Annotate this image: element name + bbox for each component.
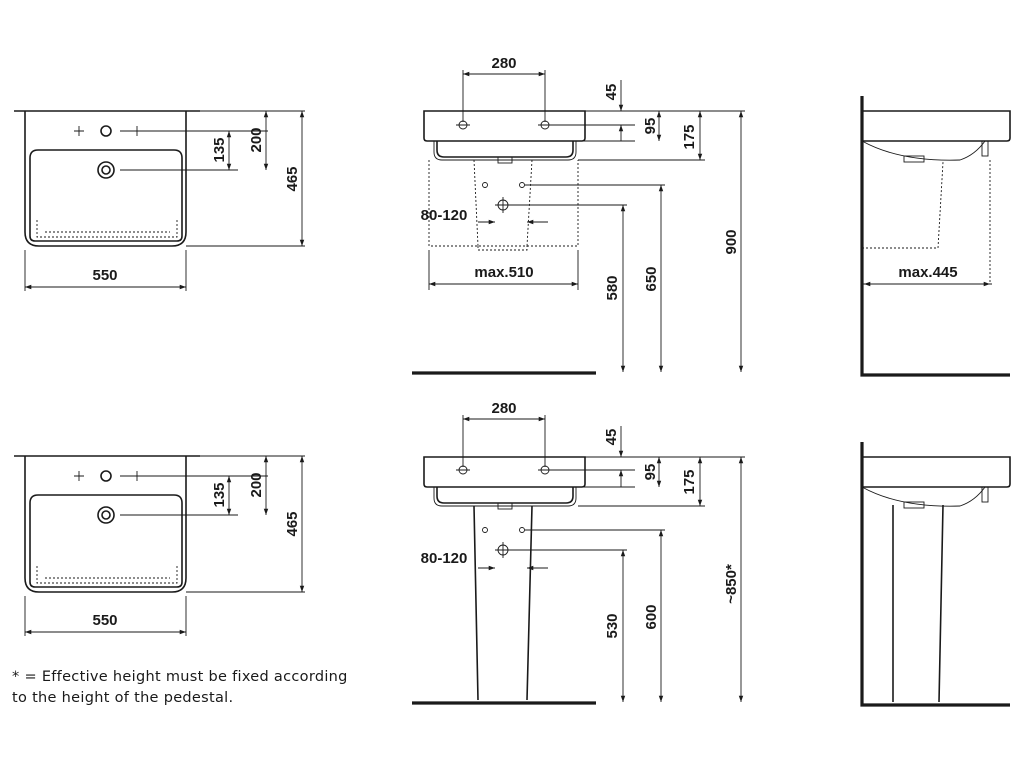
- pedestal-outline: [473, 159, 533, 251]
- drain-icon: [97, 161, 115, 179]
- footnote: * = Effective height must be fixed accor…: [12, 667, 392, 709]
- dim-650: 650: [643, 266, 660, 291]
- footnote-line-1: * = Effective height must be fixed accor…: [12, 669, 348, 685]
- basin-front-lower: [423, 456, 586, 488]
- footnote-line-2: to the height of the pedestal.: [12, 690, 234, 706]
- drain-outlet: [497, 156, 513, 164]
- dim-45: 45: [603, 84, 620, 101]
- drain-icon-lower: [97, 506, 115, 524]
- bowl-front: [436, 141, 574, 158]
- pedestal-lower: [473, 505, 533, 701]
- dim-135-lower: 135: [211, 482, 228, 507]
- basin-front: [423, 110, 586, 142]
- dim-max-510: max.510: [474, 264, 533, 281]
- tap-hole-icon-lower: [100, 470, 112, 482]
- pedestal-side: [892, 504, 944, 703]
- dim-80-120: 80-120: [421, 207, 468, 224]
- dim-530: 530: [604, 613, 621, 638]
- pre-drill-marks: [74, 126, 142, 136]
- side-view-lower: [860, 442, 1011, 707]
- dim-80-120-lower: 80-120: [421, 550, 468, 567]
- top-view-upper: 200 135 465 550: [14, 110, 305, 291]
- top-view-lower: 200 135 465 550: [14, 455, 305, 636]
- cabinet-outline: [428, 160, 579, 247]
- dim-95: 95: [642, 118, 659, 135]
- dim-95-lower: 95: [642, 464, 659, 481]
- side-view-upper: max.445: [860, 96, 1011, 377]
- basin-outline: [24, 111, 187, 247]
- wall-floor-lower: [860, 442, 1010, 707]
- dim-850: ~850*: [723, 564, 740, 604]
- overflow-channel: [36, 220, 178, 238]
- basin-side: [862, 110, 1011, 142]
- dim-max-445: max.445: [898, 264, 957, 281]
- front-view-lower: 280 45 95 175 530 600 ~850* 80-120: [412, 400, 745, 705]
- tap-hole-icon: [100, 125, 112, 137]
- dim-900: 900: [723, 229, 740, 254]
- dim-550: 550: [92, 267, 117, 284]
- front-view-upper: 280 45 95 175 580 650 900 80-120 max.510: [412, 55, 745, 375]
- bowl-outline: [29, 149, 183, 242]
- dim-135: 135: [211, 137, 228, 162]
- dim-200: 200: [248, 127, 265, 152]
- wall-floor: [860, 96, 1010, 377]
- dim-280-lower: 280: [491, 400, 516, 417]
- dim-280: 280: [491, 55, 516, 72]
- dim-175: 175: [681, 124, 698, 149]
- dim-45-lower: 45: [603, 429, 620, 446]
- basin-outline-lower: [24, 456, 187, 593]
- dim-600: 600: [643, 604, 660, 629]
- dim-465: 465: [284, 166, 301, 191]
- dim-580: 580: [604, 275, 621, 300]
- dim-175-lower: 175: [681, 469, 698, 494]
- dim-465-lower: 465: [284, 511, 301, 536]
- dim-550-lower: 550: [92, 612, 117, 629]
- dim-200-lower: 200: [248, 472, 265, 497]
